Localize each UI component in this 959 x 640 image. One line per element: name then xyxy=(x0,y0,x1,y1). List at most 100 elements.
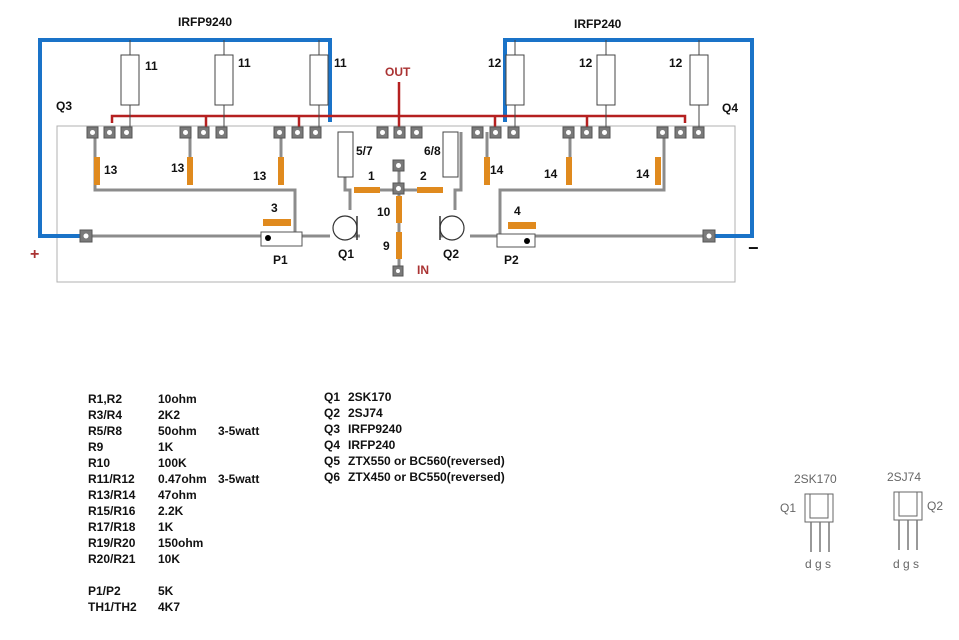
parts-list-cell: 2K2 xyxy=(158,408,181,422)
minus-label: − xyxy=(748,238,759,258)
r13-label-2: 13 xyxy=(171,161,185,175)
parts-list-cell: R19/R20 xyxy=(88,536,136,550)
parts-list-row: R10 100K xyxy=(88,455,259,471)
parts-list-cell: Q5 xyxy=(324,454,341,468)
r9-label: 9 xyxy=(383,239,390,253)
parts-list-cell: P1/P2 xyxy=(88,584,121,598)
parts-list-cell: IRFP240 xyxy=(348,438,396,452)
parts-list-row: R3/R4 2K2 xyxy=(88,407,259,423)
r14-label-2: 14 xyxy=(544,167,558,181)
svg-text:Q2: Q2 xyxy=(927,499,943,513)
r3-label: 3 xyxy=(271,201,278,215)
p1-label: P1 xyxy=(273,253,288,267)
board-outline xyxy=(56,125,736,283)
parts-list-row: R17/R18 1K xyxy=(88,519,259,535)
q3-label: Q3 xyxy=(56,99,72,113)
parts-list-row: Q4 IRFP240 xyxy=(324,437,505,453)
r68-label: 6/8 xyxy=(424,144,441,158)
svg-text:2SK170: 2SK170 xyxy=(794,472,837,486)
p2-trimmer xyxy=(496,233,536,248)
orange-resistors xyxy=(94,157,661,259)
r2-label: 2 xyxy=(420,169,427,183)
r5-r8-resistors xyxy=(337,131,459,178)
r11-label-2: 11 xyxy=(238,56,251,70)
r13-label-1: 13 xyxy=(104,163,118,177)
parts-list-cell: R13/R14 xyxy=(88,488,136,502)
parts-list-cell: Q2 xyxy=(324,406,341,420)
svg-text:d g s: d g s xyxy=(893,557,919,571)
parts-list-cell: ZTX550 or BC560(reversed) xyxy=(348,454,505,468)
parts-list-cell: 100K xyxy=(158,456,187,470)
parts-list-cell: IRFP9240 xyxy=(348,422,403,436)
parts-list-cell: Q1 xyxy=(324,390,341,404)
parts-list-cell: 47ohm xyxy=(158,488,197,502)
parts-list-cell: Q3 xyxy=(324,422,341,436)
parts-list-cell: R17/R18 xyxy=(88,520,136,534)
parts-list-cell: 1K xyxy=(158,520,174,534)
negative-rail-left xyxy=(38,38,332,238)
p2-label: P2 xyxy=(504,253,519,267)
parts-list-cell: 3-5watt xyxy=(218,424,260,438)
svg-text:d g s: d g s xyxy=(805,557,831,571)
parts-list-cell: ZTX450 or BC550(reversed) xyxy=(348,470,505,484)
parts-list-cell: 1K xyxy=(158,440,174,454)
parts-list-row: R1,R2 10ohm xyxy=(88,391,259,407)
parts-list-row: Q6 ZTX450 or BC550(reversed) xyxy=(324,469,505,485)
parts-list-cell: TH1/TH2 xyxy=(88,600,137,614)
parts-list-cell: 2.2K xyxy=(158,504,184,518)
r12-resistors xyxy=(505,40,709,130)
q4-type-label: IRFP240 xyxy=(574,17,622,31)
parts-list-cell: R15/R16 xyxy=(88,504,136,518)
parts-list-cell: R11/R12 xyxy=(88,472,135,486)
q2-transistor xyxy=(439,215,465,241)
parts-list-cell: R20/R21 xyxy=(88,552,136,566)
r12-label-2: 12 xyxy=(579,56,593,70)
parts-list-cell: 4K7 xyxy=(158,600,181,614)
parts-list-row: Q5 ZTX550 or BC560(reversed) xyxy=(324,453,505,469)
parts-list-cell: 2SK170 xyxy=(348,390,392,404)
q3-type-label: IRFP9240 xyxy=(178,15,232,29)
p2-wiper xyxy=(524,238,530,244)
in-label: IN xyxy=(417,263,429,277)
pad-holes xyxy=(83,130,712,273)
q2-label: Q2 xyxy=(443,247,459,261)
parts-list-row: Q3 IRFP9240 xyxy=(324,421,505,437)
parts-list-row: R15/R16 2.2K xyxy=(88,503,259,519)
parts-list-row: TH1/TH2 4K7 xyxy=(88,599,259,615)
q1-transistor xyxy=(332,215,358,241)
q4-label: Q4 xyxy=(722,101,738,115)
parts-list-cell: 10ohm xyxy=(158,392,197,406)
positive-rail-right xyxy=(503,38,754,238)
parts-list-cell: R1,R2 xyxy=(88,392,123,406)
r10-label: 10 xyxy=(377,205,391,219)
pinout-right: 2SJ74 Q2 d g s xyxy=(887,470,943,571)
r11-label-3: 11 xyxy=(334,56,347,70)
parts-list-cell: R3/R4 xyxy=(88,408,123,422)
parts-list-row: R9 1K xyxy=(88,439,259,455)
parts-list-cell: R10 xyxy=(88,456,111,470)
parts-list-cell: Q4 xyxy=(324,438,341,452)
r57-label: 5/7 xyxy=(356,144,373,158)
plus-label: + xyxy=(30,246,39,263)
parts-list-cell: Q6 xyxy=(324,470,341,484)
parts-list-row: R13/R14 47ohm xyxy=(88,487,259,503)
svg-text:2SJ74: 2SJ74 xyxy=(887,470,921,484)
r11-label-1: 11 xyxy=(145,59,158,73)
parts-list-cell: 3-5watt xyxy=(218,472,260,486)
parts-list-cell: R9 xyxy=(88,440,104,454)
r14-label-1: 14 xyxy=(490,163,504,177)
r12-label-3: 12 xyxy=(669,56,683,70)
p1-trimmer xyxy=(260,231,303,247)
svg-text:Q1: Q1 xyxy=(780,501,796,515)
r1-label: 1 xyxy=(368,169,375,183)
parts-list-row: Q1 2SK170 xyxy=(324,389,505,405)
